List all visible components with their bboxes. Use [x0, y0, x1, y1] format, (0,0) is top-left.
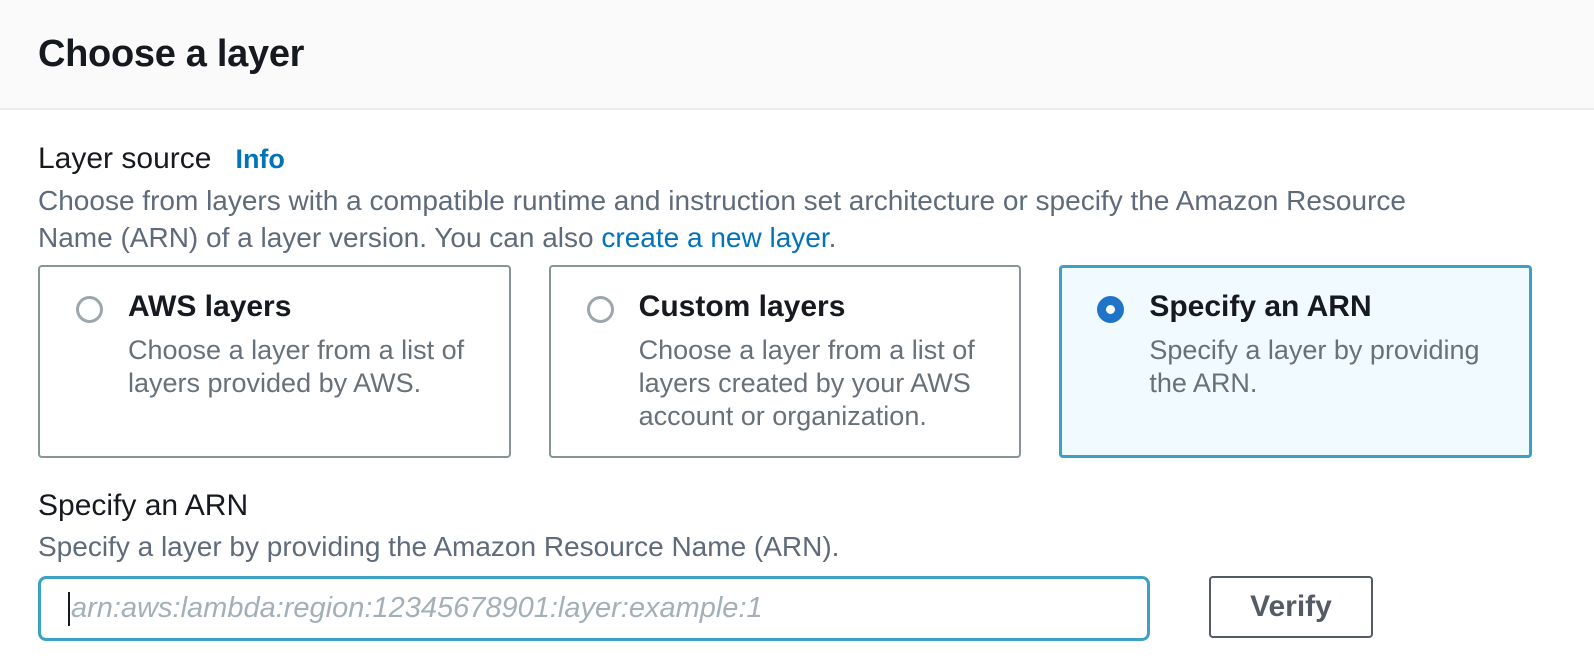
arn-input[interactable] — [41, 579, 1147, 638]
tile-aws-layers-description: Choose a layer from a list of layers pro… — [128, 335, 465, 398]
radio-dot — [1106, 305, 1116, 314]
description-text: Choose from layers with a compatible run… — [38, 185, 1406, 253]
tile-aws-layers-title: AWS layers — [128, 290, 292, 323]
layer-source-radio-group: AWS layers Choose a layer from a list of… — [38, 265, 1532, 458]
tile-specify-arn-text: Specify an ARN Specify a layer by provid… — [1149, 290, 1504, 433]
tile-aws-layers-text: AWS layers Choose a layer from a list of… — [128, 290, 483, 433]
arn-input-container — [38, 576, 1150, 641]
tile-custom-layers-text: Custom layers Choose a layer from a list… — [639, 290, 994, 433]
create-new-layer-link[interactable]: create a new layer — [601, 222, 829, 253]
info-link[interactable]: Info — [235, 144, 285, 174]
panel-header: Choose a layer — [0, 0, 1594, 110]
tile-custom-layers-title: Custom layers — [638, 290, 846, 323]
layer-source-label-row: Layer source Info — [38, 142, 1532, 176]
tile-custom-layers-description: Choose a layer from a list of layers cre… — [638, 335, 975, 431]
tile-specify-arn-description: Specify a layer by providing the ARN. — [1149, 335, 1480, 398]
tile-aws-layers[interactable]: AWS layers Choose a layer from a list of… — [38, 265, 511, 458]
radio-custom-layers[interactable] — [586, 296, 614, 323]
layer-source-description: Choose from layers with a compatible run… — [38, 182, 1470, 256]
specify-arn-heading: Specify an ARN — [38, 489, 249, 522]
tile-specify-arn-title: Specify an ARN — [1149, 290, 1372, 323]
radio-aws-layers[interactable] — [76, 296, 103, 323]
layer-source-label: Layer source — [38, 142, 212, 175]
arn-input-row: Verify — [38, 576, 1532, 641]
page-title: Choose a layer — [38, 32, 305, 75]
layer-source-section: Layer source Info Choose from layers wit… — [0, 110, 1594, 641]
verify-button[interactable]: Verify — [1209, 576, 1373, 638]
text-caret — [68, 592, 70, 626]
description-period: . — [828, 222, 837, 253]
specify-arn-description: Specify a layer by providing the Amazon … — [38, 531, 840, 562]
tile-custom-layers[interactable]: Custom layers Choose a layer from a list… — [548, 265, 1022, 458]
tile-specify-arn[interactable]: Specify an ARN Specify a layer by provid… — [1059, 265, 1532, 458]
radio-specify-arn[interactable] — [1097, 296, 1125, 323]
